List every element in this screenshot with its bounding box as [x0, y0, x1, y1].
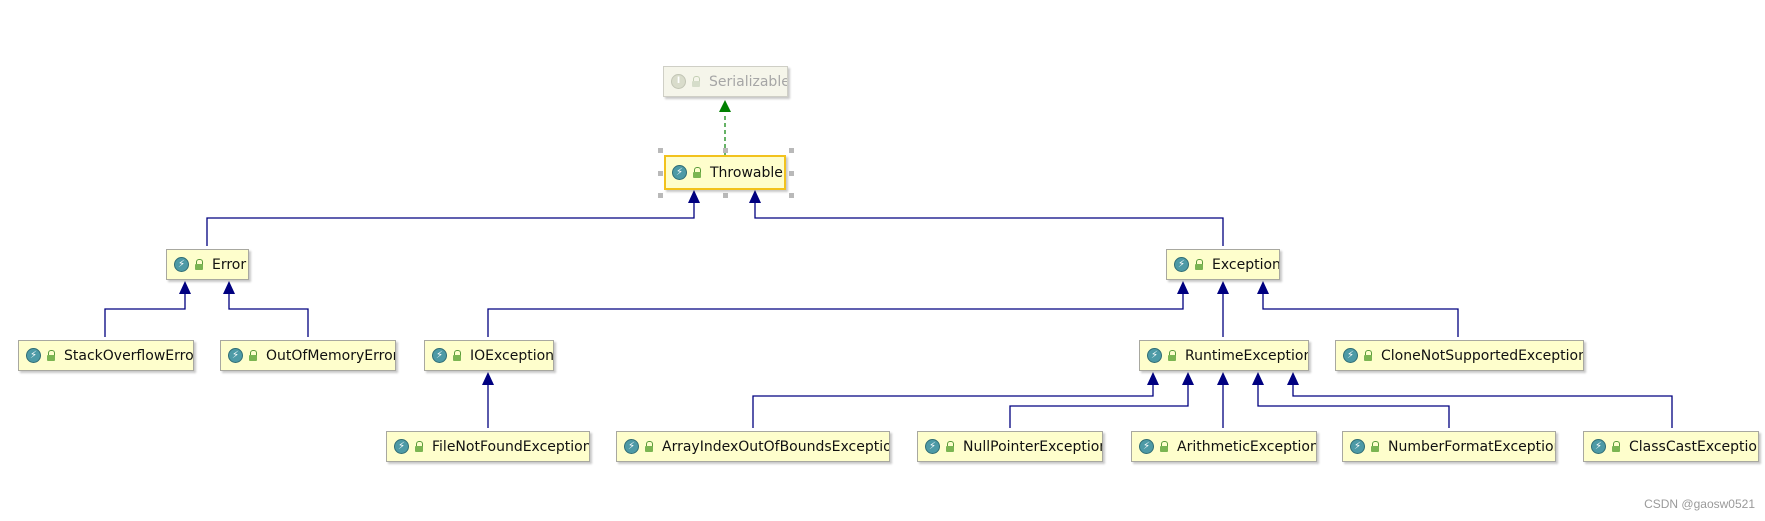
node-outofmemoryerror[interactable]: ⚡ OutOfMemoryError	[220, 340, 396, 371]
arrowhead	[1177, 281, 1189, 294]
node-throwable[interactable]: ⚡ Throwable	[664, 155, 786, 190]
class-icon: ⚡	[432, 348, 447, 363]
edge-clonenotsupported-extends-exception	[1262, 293, 1459, 337]
arrowhead	[179, 281, 191, 294]
lock-icon	[1370, 440, 1380, 453]
arrowhead	[482, 372, 494, 385]
node-label: Serializable	[709, 73, 788, 90]
node-label: ArrayIndexOutOfBoundsException	[662, 438, 890, 455]
node-serializable[interactable]: I Serializable	[663, 66, 788, 97]
arrowhead	[1217, 281, 1229, 294]
edge-throwable-implements-serializable	[719, 100, 731, 155]
selection-handle[interactable]	[789, 148, 794, 153]
arrowhead	[749, 190, 761, 203]
node-numberformatexception[interactable]: ⚡ NumberFormatException	[1342, 431, 1556, 462]
node-runtimeexception[interactable]: ⚡ RuntimeException	[1139, 340, 1309, 371]
node-ioexception[interactable]: ⚡ IOException	[424, 340, 554, 371]
node-label: IOException	[470, 347, 554, 364]
node-label: Exception	[1212, 256, 1280, 273]
class-icon: ⚡	[228, 348, 243, 363]
selection-handle[interactable]	[789, 193, 794, 198]
node-arithmeticexception[interactable]: ⚡ ArithmeticException	[1131, 431, 1317, 462]
node-nullpointerexception[interactable]: ⚡ NullPointerException	[917, 431, 1103, 462]
class-icon: ⚡	[672, 165, 687, 180]
class-icon: ⚡	[1174, 257, 1189, 272]
class-icon: ⚡	[1343, 348, 1358, 363]
lock-icon	[1611, 440, 1621, 453]
node-label: FileNotFoundException	[432, 438, 590, 455]
lock-icon	[194, 258, 204, 271]
lock-icon	[452, 349, 462, 362]
node-error[interactable]: ⚡ Error	[166, 249, 249, 280]
class-icon: ⚡	[394, 439, 409, 454]
node-label: OutOfMemoryError	[266, 347, 396, 364]
lock-icon	[692, 166, 702, 179]
class-icon: ⚡	[174, 257, 189, 272]
arrowhead	[1217, 372, 1229, 385]
selection-handle[interactable]	[789, 171, 794, 176]
class-icon: ⚡	[624, 439, 639, 454]
edge-nullpointer-extends-runtime	[1009, 384, 1189, 428]
lock-icon	[644, 440, 654, 453]
edge-numberformat-extends-runtime	[1257, 384, 1450, 428]
lock-icon	[1159, 440, 1169, 453]
node-label: RuntimeException	[1185, 347, 1309, 364]
selection-handle[interactable]	[723, 148, 728, 153]
edge-ioexception-extends-exception	[487, 293, 1184, 337]
node-label: NullPointerException	[963, 438, 1103, 455]
class-icon: ⚡	[1139, 439, 1154, 454]
class-icon: ⚡	[1591, 439, 1606, 454]
node-label: CloneNotSupportedException	[1381, 347, 1584, 364]
interface-icon: I	[671, 74, 686, 89]
edge-arrayindex-extends-runtime	[752, 384, 1154, 428]
class-icon: ⚡	[26, 348, 41, 363]
node-exception[interactable]: ⚡ Exception	[1166, 249, 1280, 280]
node-label: Error	[212, 256, 247, 273]
class-icon: ⚡	[1147, 348, 1162, 363]
arrowhead	[688, 190, 700, 203]
arrowhead	[1147, 372, 1159, 385]
node-stackoverflowerror[interactable]: ⚡ StackOverflowError	[18, 340, 194, 371]
arrowhead	[1182, 372, 1194, 385]
edge-stackoverflowerror-extends-error	[104, 293, 186, 337]
lock-icon	[1167, 349, 1177, 362]
class-icon: ⚡	[1350, 439, 1365, 454]
lock-icon	[1194, 258, 1204, 271]
node-label: ArithmeticException	[1177, 438, 1317, 455]
edge-classcast-extends-runtime	[1292, 384, 1673, 428]
node-filenotfoundexception[interactable]: ⚡ FileNotFoundException	[386, 431, 590, 462]
selection-handle[interactable]	[723, 193, 728, 198]
arrowhead	[1257, 281, 1269, 294]
arrowhead	[1287, 372, 1299, 385]
node-label: NumberFormatException	[1388, 438, 1556, 455]
edge-error-extends-throwable	[206, 202, 695, 246]
lock-icon	[691, 75, 701, 88]
edge-exception-extends-throwable	[754, 202, 1224, 246]
class-icon: ⚡	[925, 439, 940, 454]
arrowhead	[1252, 372, 1264, 385]
node-clonenotsupportedexception[interactable]: ⚡ CloneNotSupportedException	[1335, 340, 1584, 371]
node-arrayindexoutofboundsexception[interactable]: ⚡ ArrayIndexOutOfBoundsException	[616, 431, 890, 462]
selection-handle[interactable]	[658, 171, 663, 176]
lock-icon	[248, 349, 258, 362]
node-label: StackOverflowError	[64, 347, 194, 364]
node-label: Throwable	[710, 164, 783, 181]
node-classcastexception[interactable]: ⚡ ClassCastException	[1583, 431, 1759, 462]
lock-icon	[945, 440, 955, 453]
watermark: CSDN @gaosw0521	[1644, 497, 1755, 511]
node-label: ClassCastException	[1629, 438, 1759, 455]
lock-icon	[1363, 349, 1373, 362]
arrowhead	[223, 281, 235, 294]
lock-icon	[414, 440, 424, 453]
selection-handle[interactable]	[658, 193, 663, 198]
edge-outofmemoryerror-extends-error	[228, 293, 309, 337]
lock-icon	[46, 349, 56, 362]
selection-handle[interactable]	[658, 148, 663, 153]
